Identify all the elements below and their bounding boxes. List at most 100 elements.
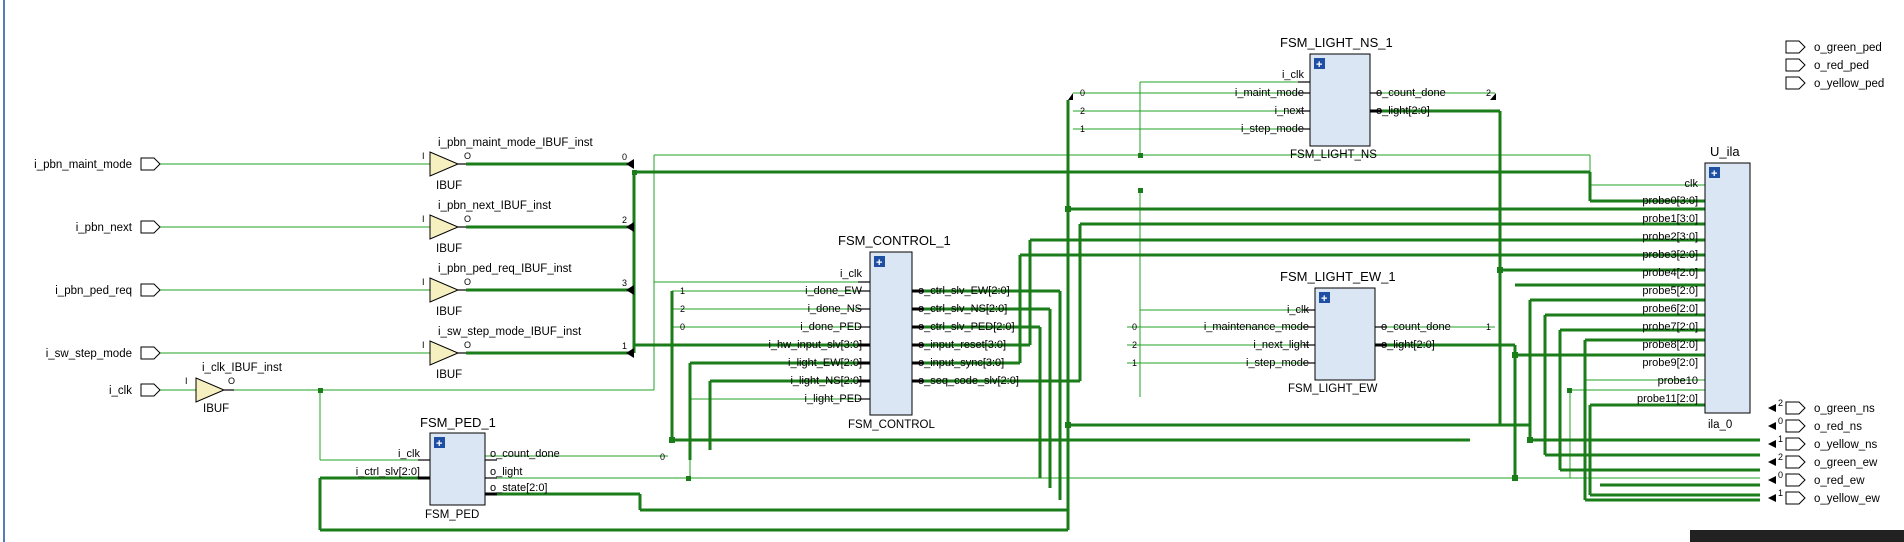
ibuf[interactable]: i_pbn_maint_mode_IBUF_inst I O IBUF xyxy=(422,137,594,192)
fsm-light-ns-cell[interactable]: FSM_LIGHT_NS_1 + FSM_LIGHT_NS i_clk i_ma… xyxy=(1068,35,1496,161)
output-port[interactable]: 1 o_yellow_ew xyxy=(1768,488,1881,505)
ibuf-inst-name: i_pbn_next_IBUF_inst xyxy=(438,200,552,212)
ibuf-inst-name: i_pbn_maint_mode_IBUF_inst xyxy=(438,137,594,149)
bus-tap-label: 0 xyxy=(1132,322,1137,332)
ibuf-inst-name: i_clk_IBUF_inst xyxy=(202,362,283,374)
pin-label: i_hw_input_slv[3:0] xyxy=(768,339,862,351)
bus-tap-label: 0 xyxy=(1080,88,1085,98)
bus-tap-label: 1 xyxy=(1080,124,1085,134)
ibuf-type: IBUF xyxy=(436,180,462,192)
input-pins: i_clk i_done_EW i_done_NS i_done_PED i_h… xyxy=(768,268,870,405)
bus-tap-label: 0 xyxy=(1778,470,1783,480)
ibuf[interactable]: i_pbn_next_IBUF_inst I O IBUF xyxy=(422,200,552,255)
pin-label: i_done_EW xyxy=(805,285,862,297)
fsm-control-cell[interactable]: FSM_CONTROL_1 + FSM_CONTROL i_clk i_done… xyxy=(680,233,1019,431)
pin-label: i_done_NS xyxy=(808,303,862,315)
bus-tap-label: 2 xyxy=(1486,88,1491,98)
output-port[interactable]: 2 o_green_ew xyxy=(1768,452,1878,469)
bus-tap-label: 2 xyxy=(1080,106,1085,116)
output-port[interactable]: 2 o_green_ns xyxy=(1768,398,1875,415)
pin-label: i_clk xyxy=(840,268,863,280)
pin-label: probe1[3:0] xyxy=(1642,213,1698,225)
pin-label: i_light_PED xyxy=(805,393,863,405)
output-port[interactable]: o_green_ped xyxy=(1785,40,1882,54)
port-label: i_pbn_ped_req xyxy=(55,285,132,297)
bus-wires xyxy=(318,100,1760,532)
ibuf-in-pin: I xyxy=(185,376,188,386)
output-ports-top: o_green_ped o_red_ped o_yellow_ped xyxy=(1785,40,1884,90)
input-port[interactable]: i_clk xyxy=(109,383,161,397)
input-port[interactable]: i_pbn_ped_req xyxy=(55,283,161,297)
ibuf-in-pin: I xyxy=(422,277,425,287)
fsm-light-ew-cell[interactable]: FSM_LIGHT_EW_1 + FSM_LIGHT_EW i_clk i_ma… xyxy=(1132,269,1491,395)
ibuf-type: IBUF xyxy=(436,369,462,381)
input-port[interactable]: i_pbn_next xyxy=(76,220,161,234)
port-label: o_yellow_ew xyxy=(1814,493,1881,505)
port-label: i_clk xyxy=(109,385,132,397)
input-port[interactable]: i_sw_step_mode xyxy=(46,346,161,360)
pin-label: clk xyxy=(1685,178,1699,190)
pin-label: probe11[2:0] xyxy=(1637,393,1698,405)
ibuf-in-pin: I xyxy=(422,151,425,161)
bus-tap-label: 3 xyxy=(622,278,627,288)
expand-button[interactable] xyxy=(1314,58,1325,69)
output-port[interactable]: 0 o_red_ew xyxy=(1768,470,1865,487)
ibuf[interactable]: i_clk_IBUF_inst I O IBUF xyxy=(185,362,283,415)
port-label: o_green_ped xyxy=(1814,42,1882,54)
status-bar xyxy=(1690,530,1904,542)
expand-button[interactable] xyxy=(1709,167,1720,178)
ibuf[interactable]: i_pbn_ped_req_IBUF_inst I O IBUF xyxy=(422,263,572,318)
ila-cell[interactable]: U_ila + ila_0 clk probe0[3:0] probe1[3:0… xyxy=(1637,144,1751,431)
cell-inst-name: FSM_CONTROL_1 xyxy=(838,233,951,248)
expand-button[interactable] xyxy=(434,437,445,448)
bus-tap-label: 0 xyxy=(1778,416,1783,426)
ibuf-out-pin: O xyxy=(228,376,235,386)
bus-tap-label: 1 xyxy=(622,341,627,351)
bus-tap-label: 2 xyxy=(1778,398,1783,408)
port-label: o_yellow_ns xyxy=(1814,439,1878,451)
fsm-ped-cell[interactable]: FSM_PED_1 + FSM_PED i_clk i_ctrl_slv[2:0… xyxy=(356,415,665,521)
cell-type: FSM_CONTROL xyxy=(848,419,936,431)
bus-tap-label: 2 xyxy=(1132,340,1137,350)
plus-icon: + xyxy=(1321,293,1327,305)
ibuf-inst-name: i_sw_step_mode_IBUF_inst xyxy=(438,326,582,338)
output-pins: o_ctrl_slv_EW[2:0] o_ctrl_slv_NS[2:0] o_… xyxy=(912,285,1019,387)
bus-tap-label: 2 xyxy=(680,304,685,314)
pin-label: probe10 xyxy=(1658,375,1698,387)
pin-label: o_input_sync[3:0] xyxy=(918,357,1004,369)
expand-button[interactable] xyxy=(1319,292,1330,303)
bus-tap-label: 2 xyxy=(622,215,627,225)
ibuf-type: IBUF xyxy=(203,403,229,415)
pin-label: o_light xyxy=(490,466,522,478)
cell-type: FSM_PED xyxy=(425,509,479,521)
bus-tap-label: 1 xyxy=(1486,322,1491,332)
pin-label: i_ctrl_slv[2:0] xyxy=(356,466,420,478)
port-label: o_red_ew xyxy=(1814,475,1865,487)
pin-label: probe0[3:0] xyxy=(1642,195,1698,207)
pin-label: probe8[2:0] xyxy=(1642,339,1698,351)
port-label: o_yellow_ped xyxy=(1814,78,1884,90)
ibuf-out-pin: O xyxy=(464,277,471,287)
pin-label: probe2[3:0] xyxy=(1642,231,1698,243)
pin-label: o_count_done xyxy=(1376,87,1446,99)
pin-label: i_light_EW[2:0] xyxy=(788,357,862,369)
pin-label: probe6[2:0] xyxy=(1642,303,1698,315)
output-port[interactable]: 0 o_red_ns xyxy=(1768,416,1862,433)
output-port[interactable]: 1 o_yellow_ns xyxy=(1768,434,1878,451)
pin-label: i_maint_mode xyxy=(1235,87,1304,99)
pin-label: i_maintenance_mode xyxy=(1204,321,1309,333)
port-label: o_green_ns xyxy=(1814,403,1875,415)
input-port[interactable]: i_pbn_maint_mode xyxy=(34,157,161,171)
ibuf[interactable]: i_sw_step_mode_IBUF_inst I O IBUF xyxy=(422,326,582,381)
output-port[interactable]: o_red_ped xyxy=(1785,58,1869,72)
pin-label: o_ctrl_slv_PED[2:0] xyxy=(918,321,1015,333)
output-port[interactable]: o_yellow_ped xyxy=(1785,76,1884,90)
expand-button[interactable] xyxy=(874,256,885,267)
cell-inst-name: FSM_LIGHT_NS_1 xyxy=(1280,35,1393,50)
pin-label: o_input_reset[3:0] xyxy=(918,339,1006,351)
pin-label: o_state[2:0] xyxy=(490,482,548,494)
pin-label: i_clk xyxy=(398,448,421,460)
port-label: i_pbn_maint_mode xyxy=(34,159,132,171)
plus-icon: + xyxy=(1316,59,1322,71)
